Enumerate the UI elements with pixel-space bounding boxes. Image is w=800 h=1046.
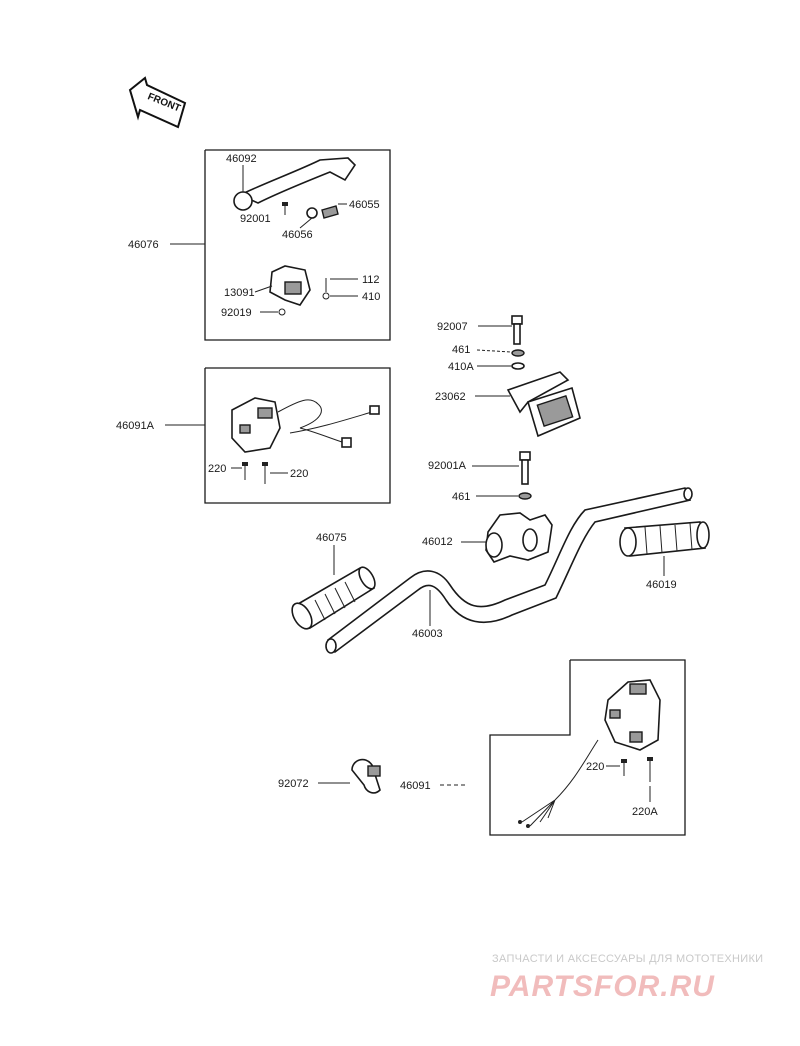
right-switch-box [489,659,686,836]
label-220-switch: 220 [586,761,604,773]
label-46092: 46092 [226,153,257,165]
label-220A: 220A [632,806,658,818]
handlebar [325,487,693,654]
adjuster [306,205,339,219]
label-92001A: 92001A [428,460,467,472]
label-92007: 92007 [437,321,468,333]
label-46003: 46003 [412,628,443,640]
left-handlebar-switch [231,397,380,453]
handlebar-holder [485,512,553,563]
washer-461-lower [518,492,532,500]
label-46055: 46055 [349,199,380,211]
watermark-tagline: ЗАПЧАСТИ И АКСЕССУАРЫ ДЛЯ МОТОТЕХНИКИ [492,953,763,965]
label-46019: 46019 [646,579,677,591]
label-46075: 46075 [316,532,347,544]
label-46056: 46056 [282,229,313,241]
clamp-bolt-92007 [511,315,523,345]
left-grip [291,566,376,630]
right-grip [619,521,710,557]
label-46012: 46012 [422,536,453,548]
label-461-top: 461 [452,344,470,356]
right-handlebar-switch [604,679,661,751]
label-410: 410 [362,291,380,303]
switch-wires [518,739,599,828]
watermark-logo: PARTSFOR.RU [490,970,715,1003]
label-112: 112 [362,274,380,286]
bracket-23062 [506,371,581,438]
left-switch-box [165,367,391,504]
label-461-lower: 461 [452,491,470,503]
lever-bolt [282,202,288,215]
label-23062: 23062 [435,391,466,403]
wire-clip [351,758,381,794]
label-92072: 92072 [278,778,309,790]
lever-assembly-box [170,149,391,341]
label-46091A: 46091A [116,420,155,432]
label-220-right: 220 [290,468,308,480]
label-92001: 92001 [240,213,271,225]
label-13091: 13091 [224,287,255,299]
label-410A: 410A [448,361,474,373]
washer-410A [511,362,525,370]
lever-bracket [269,265,330,316]
holder-bolt-92001A [519,451,531,485]
label-220-left: 220 [208,463,226,475]
right-switch-screws [621,757,653,782]
washer-461 [511,349,525,357]
front-arrow-icon: FRONT [128,76,187,129]
switch-screws [242,462,268,484]
label-46091: 46091 [400,780,431,792]
clutch-lever [233,157,357,211]
label-46076: 46076 [128,239,159,251]
label-92019: 92019 [221,307,252,319]
